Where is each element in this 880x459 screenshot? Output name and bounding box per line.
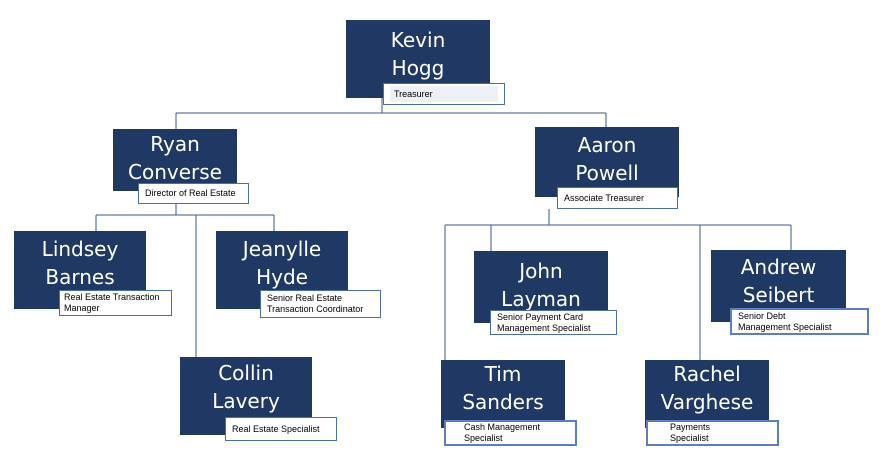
job-title-line-1: Payments — [670, 422, 711, 432]
title-box: Director of Real Estate — [138, 183, 249, 204]
last-name: Seibert — [742, 283, 815, 307]
job-title-line-2: Manager — [64, 303, 100, 313]
job-title-line-2: Management Specialist — [497, 322, 591, 333]
title-box: Senior Debt Management Specialist — [730, 308, 869, 335]
name-box: Rachel Varghese — [645, 360, 769, 428]
title-box: Senior Payment Card Management Specialis… — [490, 310, 617, 335]
last-name: Barnes — [45, 265, 115, 289]
first-name: Andrew — [740, 255, 817, 279]
first-name: Jeanylle — [242, 237, 322, 261]
first-name: Collin — [218, 361, 274, 385]
last-name: Lavery — [212, 389, 280, 413]
job-title-line-1: Senior Payment Card — [497, 311, 584, 322]
last-name: Varghese — [660, 390, 754, 414]
last-name: Converse — [128, 160, 222, 184]
first-name: Kevin — [390, 28, 446, 52]
job-title-line-1: Cash Management — [464, 422, 541, 432]
first-name: Rachel — [673, 362, 741, 386]
title-box: Real Estate Specialist — [225, 417, 337, 441]
last-name: Sanders — [462, 390, 544, 414]
first-name: Lindsey — [41, 237, 119, 261]
job-title-line-1: Senior Debt — [738, 310, 786, 321]
job-title: Real Estate Specialist — [232, 423, 320, 434]
title-box: Treasurer — [383, 83, 505, 105]
first-name: Tim — [484, 362, 522, 386]
job-title-line-2: Management Specialist — [738, 321, 832, 332]
last-name: Hyde — [256, 265, 308, 289]
job-title: Treasurer — [394, 88, 433, 99]
job-title: Associate Treasurer — [564, 192, 645, 203]
title-box: Associate Treasurer — [557, 187, 678, 209]
name-box: Aaron Powell — [535, 127, 679, 197]
job-title-line-2: Specialist — [464, 433, 503, 443]
first-name: Aaron — [577, 133, 637, 157]
last-name: Layman — [501, 287, 581, 311]
job-title-line-1: Real Estate Transaction — [64, 292, 160, 302]
title-box: Senior Real Estate Transaction Coordinat… — [260, 290, 381, 318]
job-title-line-2: Specialist — [670, 433, 709, 443]
title-box: Payments Specialist — [646, 420, 779, 446]
title-box: Real Estate Transaction Manager — [59, 290, 172, 316]
title-box: Cash Management Specialist — [444, 420, 577, 446]
first-name: Ryan — [150, 132, 200, 156]
job-title-line-1: Senior Real Estate — [267, 293, 343, 303]
first-name: John — [519, 259, 563, 283]
last-name: Powell — [575, 161, 639, 185]
job-title: Director of Real Estate — [145, 188, 236, 198]
name-box: Ryan Converse — [113, 129, 237, 191]
job-title-line-2: Transaction Coordinator — [267, 304, 364, 314]
name-box: Tim Sanders — [441, 360, 565, 428]
last-name: Hogg — [391, 56, 445, 80]
